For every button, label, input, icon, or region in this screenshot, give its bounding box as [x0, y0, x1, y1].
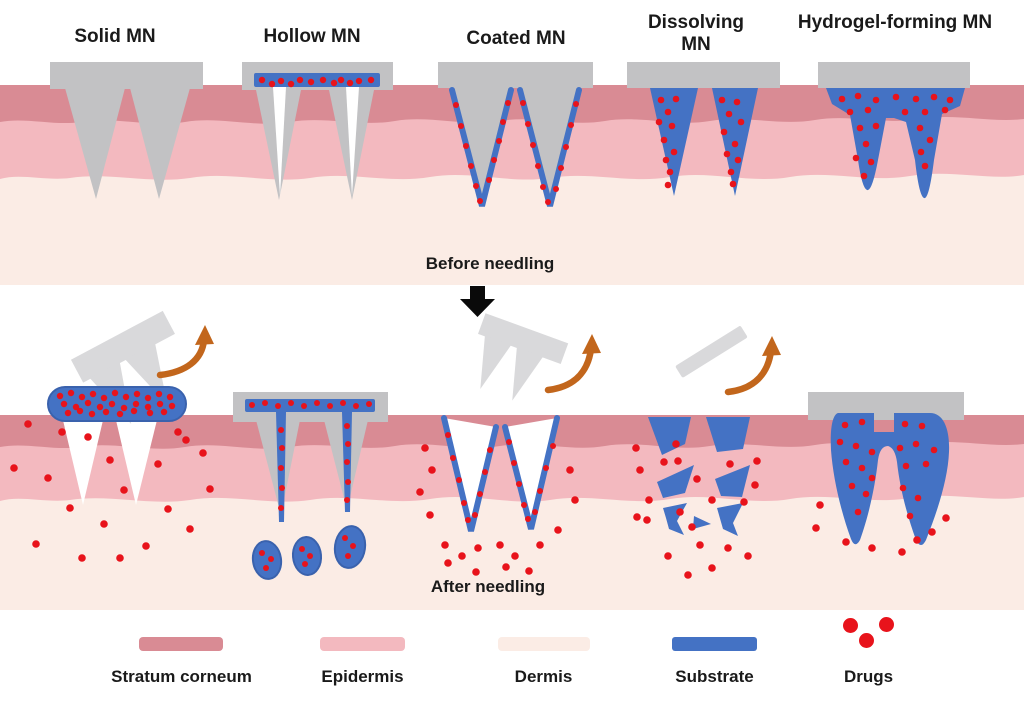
legend-drug-dot — [879, 617, 894, 632]
stage-label-before: Before needling — [425, 254, 555, 273]
dissolving-mn-substrate — [627, 62, 780, 88]
hollow-mn-channel — [273, 87, 286, 196]
coated-mn-after — [416, 313, 601, 576]
legend-drug-dot — [843, 618, 858, 633]
solid-mn-substrate — [50, 62, 203, 89]
coated-mn-coating — [517, 87, 582, 207]
arrowhead — [195, 325, 214, 345]
drug-dots — [836, 418, 938, 520]
diffused-drug-dots — [10, 420, 214, 562]
solid-mn-before — [50, 62, 203, 199]
legend-swatch-dermis — [498, 637, 590, 651]
title-hollow-mn: Hollow MN — [263, 26, 361, 47]
needle-hole — [444, 418, 496, 531]
diffused-drug-dots — [416, 444, 579, 576]
dissolving-mn-before — [627, 62, 780, 196]
coated-mn-before — [438, 62, 593, 207]
solid-mn-needle — [65, 88, 125, 199]
hydrogel-mn-substrate — [818, 62, 970, 88]
arrowhead — [582, 334, 601, 354]
curved-removal-arrow-icon — [544, 345, 595, 394]
coated-mn-substrate — [438, 62, 593, 88]
drug-dots — [258, 76, 375, 88]
hydrogel-mn-needles — [826, 88, 965, 199]
drug-dots — [445, 432, 556, 523]
stratum-corneum-layer-before — [0, 85, 1024, 124]
hollow-mn-channel — [346, 87, 359, 196]
stage-label-after: After needling — [430, 577, 546, 596]
legend-drug-dot — [859, 633, 874, 648]
drug-dots — [56, 389, 176, 418]
legend-label-substrate: Substrate — [675, 667, 754, 686]
dissolving-mn-needle — [650, 88, 698, 196]
hydrogel-mn-after — [808, 392, 964, 556]
diffused-drug-dots — [812, 501, 950, 556]
drug-dots — [655, 95, 745, 189]
hydrogel-mn-before — [818, 62, 970, 199]
title-coated-mn: Coated MN — [466, 28, 566, 49]
removed-dissolving-mn-substrate — [675, 326, 748, 378]
coated-mn-needle — [452, 88, 511, 206]
dissolving-mn-after — [632, 326, 781, 579]
title-solid-mn: Solid MN — [74, 26, 156, 47]
legend-label-drugs: Drugs — [843, 667, 894, 686]
arrowhead — [762, 336, 781, 356]
hydrogel-mn-substrate — [808, 392, 964, 420]
coated-mn-needle — [520, 88, 579, 206]
drug-dots — [838, 92, 954, 180]
removed-coated-mn-array — [478, 313, 569, 401]
legend-swatch-stratum-corneum — [139, 637, 223, 651]
legend-label-epidermis: Epidermis — [321, 667, 404, 686]
curved-removal-arrow-icon — [156, 336, 208, 379]
down-arrow-icon — [460, 286, 495, 317]
needle-hole — [115, 416, 158, 505]
needle-hole — [62, 416, 104, 505]
solid-mn-after — [10, 310, 214, 562]
title-dissolving-mn: Dissolving MN — [647, 12, 745, 55]
needle-hole — [505, 418, 557, 529]
solid-mn-needle — [130, 88, 190, 199]
curved-removal-arrow-icon — [724, 347, 775, 396]
legend-label-stratum-corneum: Stratum corneum — [111, 667, 252, 686]
injected-drug-depot — [251, 540, 283, 580]
drug-dots — [249, 400, 372, 571]
dissolving-fragments — [648, 417, 750, 536]
hollow-mn-before — [242, 62, 393, 200]
legend-swatch-substrate — [672, 637, 757, 651]
hollow-mn-after — [233, 392, 388, 580]
title-hydrogel-mn: Hydrogel-forming MN — [797, 12, 993, 33]
legend-label-dermis: Dermis — [514, 667, 573, 686]
legend-swatch-epidermis — [320, 637, 405, 651]
diffused-drug-dots — [632, 440, 761, 579]
drug-dots — [453, 100, 579, 205]
